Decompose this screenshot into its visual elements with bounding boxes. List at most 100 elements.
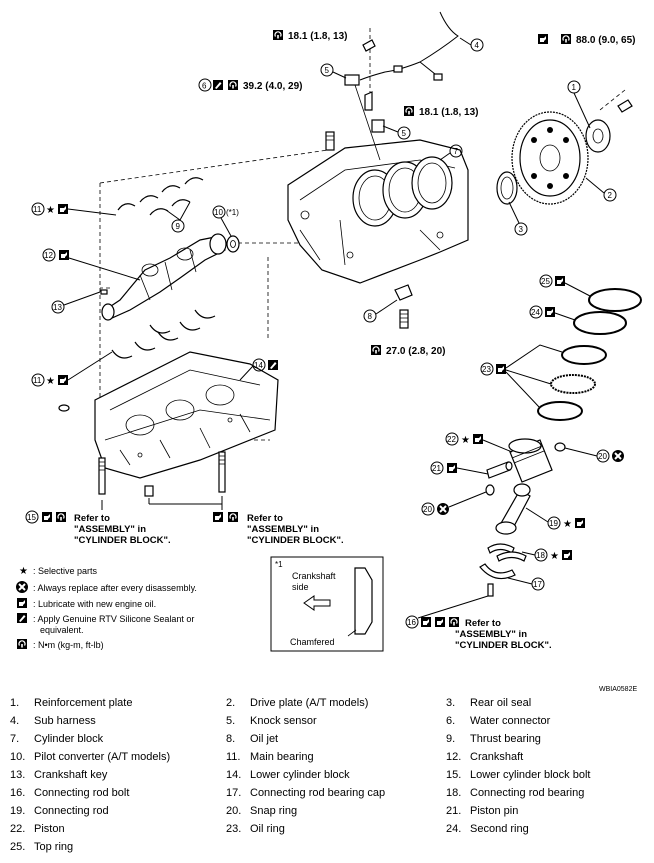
- part-name: Lower cylinder block bolt: [470, 769, 591, 781]
- legend-text: : Apply Genuine RTV Silicone Sealant or: [33, 614, 194, 624]
- inset-label-crankshaft: Crankshaft: [292, 571, 336, 581]
- part-number: 18.: [446, 787, 462, 799]
- cylinder-block: [287, 139, 469, 284]
- callout-10: 10: [214, 208, 223, 217]
- parts-list-item: 16.Connecting rod bolt: [10, 787, 129, 799]
- part-number: 15.: [446, 769, 462, 781]
- part-number: 6.: [446, 715, 456, 727]
- parts-list-item: 25.Top ring: [10, 841, 73, 853]
- torque-label-t5: 27.0 (2.8, 20): [370, 344, 445, 357]
- refer-note-15: Refer to "ASSEMBLY" in "CYLINDER BLOCK".: [74, 513, 171, 546]
- drive-plate: [511, 111, 589, 205]
- rear-oil-seal: [496, 171, 518, 205]
- snap-ring-upper: [554, 442, 566, 452]
- parts-list-item: 22. Piston: [10, 823, 65, 835]
- parts-list-item: 10.Pilot converter (A/T models): [10, 751, 170, 763]
- torque-value: 18.1 (1.8, 13): [419, 107, 478, 118]
- callout-7: 7: [454, 147, 459, 156]
- legend-star-symbol: ★: [19, 566, 28, 577]
- legend-text: : Always replace after every disassembly…: [33, 583, 197, 593]
- torque-value: 18.1 (1.8, 13): [288, 31, 347, 42]
- parts-list-item: 19. Connecting rod: [10, 805, 109, 817]
- callout-6: 6: [202, 82, 207, 91]
- connecting-rod-bearing-cap: [479, 563, 516, 580]
- knock-sensor-upper: [344, 74, 381, 161]
- exploded-diagram: 18.1 (1.8, 13) 6 39.2 (4.0, 29) 18.1 (1.…: [15, 11, 642, 693]
- part-number: 8.: [226, 733, 236, 745]
- parts-list-item: 7.Cylinder block: [10, 733, 103, 745]
- part-name: Crankshaft key: [34, 769, 108, 781]
- svg-text:"CYLINDER BLOCK".: "CYLINDER BLOCK".: [74, 535, 171, 546]
- refer-note-15-right: Refer to "ASSEMBLY" in "CYLINDER BLOCK".: [213, 511, 344, 546]
- chamfer-inset: *1 Crankshaft side Chamfered: [270, 556, 384, 652]
- part-name: Rear oil seal: [470, 697, 532, 709]
- callout-12: 12: [44, 251, 53, 260]
- arrow-left-icon: [303, 595, 331, 611]
- second-ring: [573, 311, 627, 335]
- parts-list-item: 1.Reinforcement plate: [10, 697, 132, 709]
- inset-note-mark: *1: [275, 560, 283, 569]
- pilot-converter: [226, 235, 240, 253]
- part-number: 12.: [446, 751, 462, 763]
- callout-9: 9: [176, 222, 181, 231]
- callout-20: 20: [423, 505, 432, 514]
- part-name: Second ring: [470, 823, 529, 835]
- callout-15: 15: [27, 513, 36, 522]
- callout-3: 3: [519, 225, 524, 234]
- part-number: 19.: [10, 805, 26, 817]
- part-name: Thrust bearing: [470, 733, 541, 745]
- callouts: 1 2 3 4 5 5 7 8 9 10 (*1) 11 ★ 12: [25, 37, 625, 629]
- svg-text:Refer to: Refer to: [465, 618, 501, 629]
- part-number: 14.: [226, 769, 242, 781]
- bolt-t1: [362, 39, 376, 52]
- refer-note-16: Refer to "ASSEMBLY" in "CYLINDER BLOCK".: [455, 618, 552, 651]
- crankshaft: [101, 233, 227, 321]
- star-mark: ★: [46, 376, 55, 387]
- parts-list-item: 2.Drive plate (A/T models): [226, 697, 368, 709]
- connecting-rod-bolt: [487, 583, 494, 597]
- legend-text: equivalent.: [40, 625, 84, 635]
- part-name: Piston: [34, 823, 65, 835]
- part-name: Top ring: [34, 841, 74, 853]
- star-mark: ★: [550, 551, 559, 562]
- part-number: 13.: [10, 769, 26, 781]
- part-number: 5.: [226, 715, 236, 727]
- part-name: Connecting rod: [34, 805, 109, 817]
- part-number: 11.: [226, 751, 241, 763]
- part-name: Sub harness: [34, 715, 96, 727]
- main-bearings-upper: [117, 177, 204, 216]
- connecting-rod-bearings: [487, 543, 527, 562]
- torque-label-t4: 88.0 (9.0, 65): [538, 33, 635, 46]
- star-mark: ★: [563, 519, 572, 530]
- svg-text:"CYLINDER BLOCK".: "CYLINDER BLOCK".: [247, 535, 344, 546]
- piston-pin: [486, 461, 513, 479]
- callout-4: 4: [475, 41, 480, 50]
- callout-21: 21: [432, 464, 441, 473]
- part-number: 4.: [10, 715, 20, 727]
- parts-list-item: 18.Connecting rod bearing: [446, 787, 584, 799]
- symbol-legend: ★ : Selective parts : Always replace aft…: [15, 566, 197, 650]
- note-1: (*1): [226, 208, 239, 217]
- part-name: Piston pin: [470, 805, 519, 817]
- svg-text:Refer to: Refer to: [74, 513, 110, 524]
- main-bearings-lower: [111, 309, 216, 359]
- callout-13: 13: [53, 303, 62, 312]
- callout-25: 25: [541, 277, 550, 286]
- drive-plate-bolt: [617, 99, 633, 113]
- svg-text:Refer to: Refer to: [247, 513, 283, 524]
- part-name: Lower cylinder block: [250, 769, 350, 781]
- callout-5: 5: [325, 66, 330, 75]
- torque-value: 27.0 (2.8, 20): [386, 346, 445, 357]
- callout-16: 16: [407, 618, 416, 627]
- oil-jet: [394, 284, 413, 329]
- part-number: 22.: [10, 823, 26, 835]
- part-number: 20.: [226, 805, 242, 817]
- parts-list-item: 14. Lower cylinder block: [226, 769, 350, 781]
- part-number: 23.: [226, 823, 242, 835]
- part-number: 1.: [10, 697, 20, 709]
- torque-label-t1: 18.1 (1.8, 13): [272, 29, 347, 42]
- lower-block-bolt-left: [98, 457, 106, 495]
- part-number: 10.: [10, 751, 26, 763]
- parts-list-item: 3.Rear oil seal: [446, 697, 531, 709]
- callout-14: 14: [254, 361, 263, 370]
